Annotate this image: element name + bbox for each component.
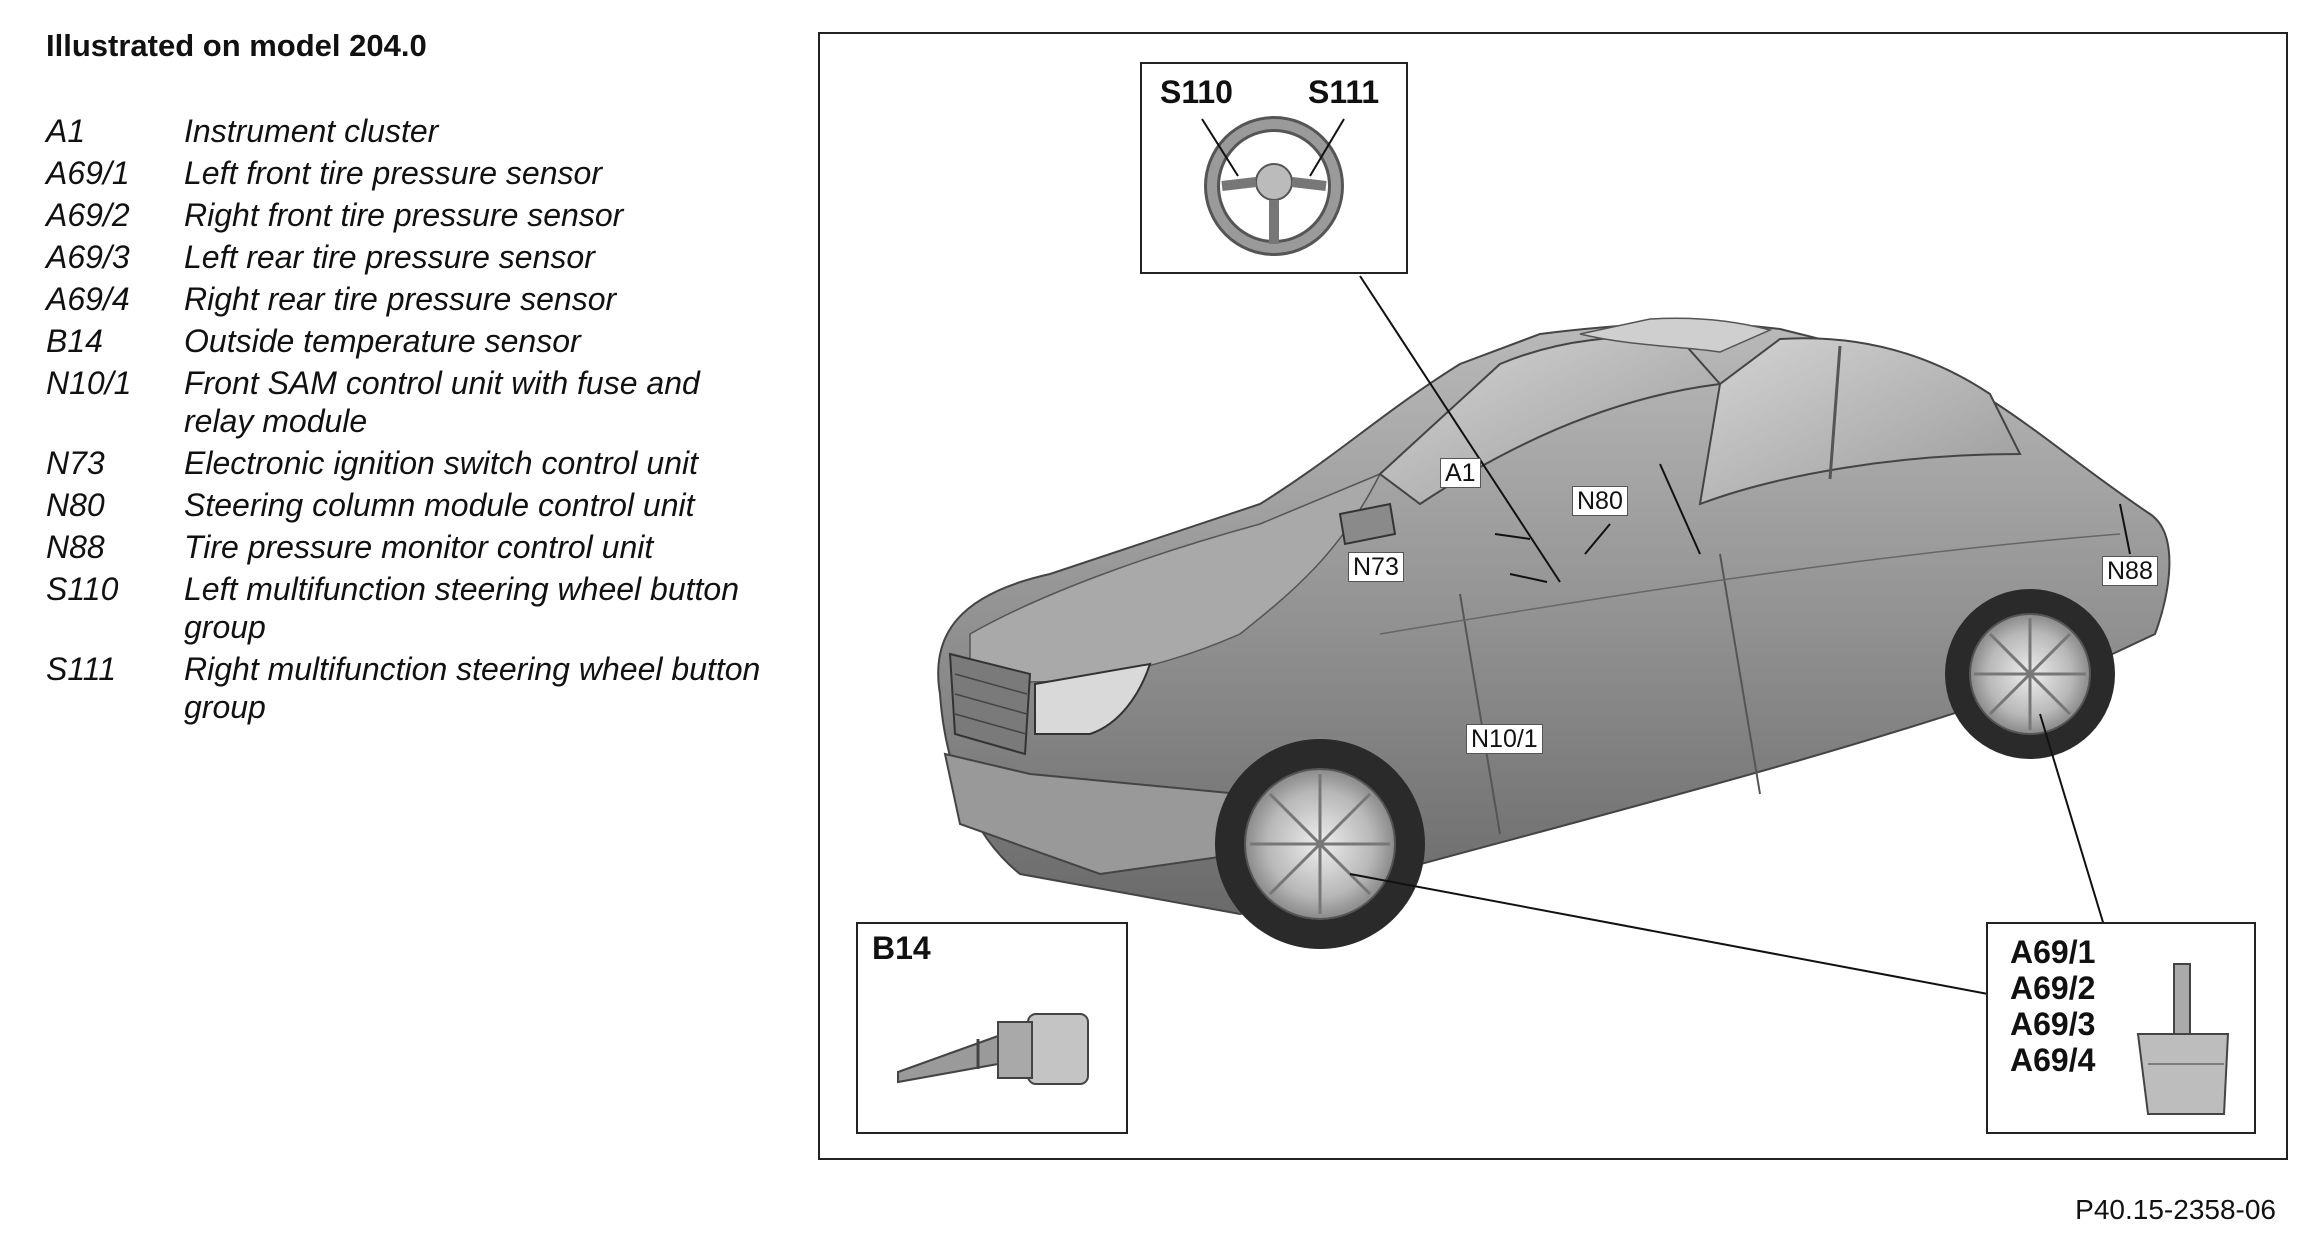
car-side-windows: [1698, 337, 2022, 506]
legend-code: A69/1: [46, 155, 130, 191]
temperature-sensor-inset: B14: [856, 922, 1128, 1134]
callout-a1: A1: [1440, 458, 1481, 488]
legend-description: Right multifunction steering wheel butto…: [184, 651, 761, 725]
legend-item: A1 Instrument cluster: [46, 112, 766, 150]
inset-label-a69-4: A69/4: [2010, 1042, 2096, 1078]
legend-description: Steering column module control unit: [184, 487, 695, 523]
inset-label-a69-1: A69/1: [2010, 934, 2096, 970]
legend-description: Left multifunction steering wheel button…: [184, 571, 739, 645]
inset-label-b14: B14: [872, 930, 931, 966]
legend-item: A69/1 Left front tire pressure sensor: [46, 154, 766, 192]
component-legend: A1 Instrument cluster A69/1 Left front tir…: [46, 112, 766, 730]
tire-pressure-sensor-icon: [2136, 963, 2230, 1115]
legend-item: N73 Electronic ignition switch control un…: [46, 444, 766, 482]
car-headlight: [1034, 662, 1152, 735]
body-crease: [1379, 533, 2121, 635]
door-line-rear: [1719, 553, 1761, 795]
inset-label-s111: S111: [1308, 74, 1380, 110]
legend-item: S111 Right multifunction steering wheel b…: [46, 650, 766, 726]
front-wheel-spokes: [1250, 774, 1390, 914]
legend-description: Left front tire pressure sensor: [184, 155, 602, 191]
vehicle-illustration: [937, 275, 2171, 995]
car-b-pillar: [1828, 345, 1842, 480]
diagram-title: Illustrated on model 204.0: [46, 28, 427, 63]
legend-code: S111: [46, 651, 116, 687]
vehicle-illustration-frame: S110 S111 B14 A69/1 A69/2 A69/3 A69/4 A1…: [818, 32, 2288, 1160]
legend-description: Right rear tire pressure sensor: [184, 281, 617, 317]
legend-description: Right front tire pressure sensor: [184, 197, 624, 233]
inset-label-a69-2: A69/2: [2010, 970, 2096, 1006]
legend-description: Front SAM control unit with fuse and rel…: [184, 365, 700, 439]
car-side-mirror: [1338, 502, 1397, 546]
grille-slats: [954, 673, 1028, 735]
legend-code: A69/3: [46, 239, 130, 275]
legend-item: B14 Outside temperature sensor: [46, 322, 766, 360]
callout-n73: N73: [1348, 552, 1404, 582]
leader-lines: [969, 275, 2131, 995]
legend-code: N88: [46, 529, 105, 565]
legend-code: A69/2: [46, 197, 130, 233]
steering-wheel-inset: S110 S111: [1140, 62, 1408, 274]
figure-reference: P40.15-2358-06: [2075, 1194, 2276, 1225]
inset-label-s110: S110: [1160, 74, 1233, 110]
temperature-sensor-icon: [897, 1013, 1089, 1085]
rear-wheel-spokes: [1974, 618, 2086, 730]
legend-code: S110: [46, 571, 119, 607]
inset-label-a69-3: A69/3: [2010, 1006, 2096, 1042]
legend-description: Left rear tire pressure sensor: [184, 239, 595, 275]
legend-item: N88 Tire pressure monitor control unit: [46, 528, 766, 566]
legend-description: Electronic ignition switch control unit: [184, 445, 699, 481]
callout-n88: N88: [2102, 556, 2158, 586]
door-line-front: [1459, 593, 1501, 835]
callout-n10-1: N10/1: [1466, 724, 1543, 754]
legend-item: A69/3 Left rear tire pressure sensor: [46, 238, 766, 276]
legend-code: N80: [46, 487, 105, 523]
tire-pressure-sensor-inset: A69/1 A69/2 A69/3 A69/4: [1986, 922, 2256, 1134]
legend-code: A69/4: [46, 281, 130, 317]
legend-code: B14: [46, 323, 103, 359]
legend-code: N73: [46, 445, 105, 481]
legend-item: S110 Left multifunction steering wheel bu…: [46, 570, 766, 646]
legend-item: A69/2 Right front tire pressure sensor: [46, 196, 766, 234]
steering-wheel-icon: [1201, 116, 1345, 256]
legend-description: Tire pressure monitor control unit: [184, 529, 654, 565]
legend-description: Instrument cluster: [184, 113, 439, 149]
legend-item: N10/1 Front SAM control unit with fuse an…: [46, 364, 766, 440]
legend-code: A1: [46, 113, 86, 149]
car-sunroof: [1579, 317, 1773, 353]
legend-item: N80 Steering column module control unit: [46, 486, 766, 524]
legend-code: N10/1: [46, 365, 132, 401]
legend-item: A69/4 Right rear tire pressure sensor: [46, 280, 766, 318]
legend-description: Outside temperature sensor: [184, 323, 581, 359]
callout-n80: N80: [1572, 486, 1628, 516]
